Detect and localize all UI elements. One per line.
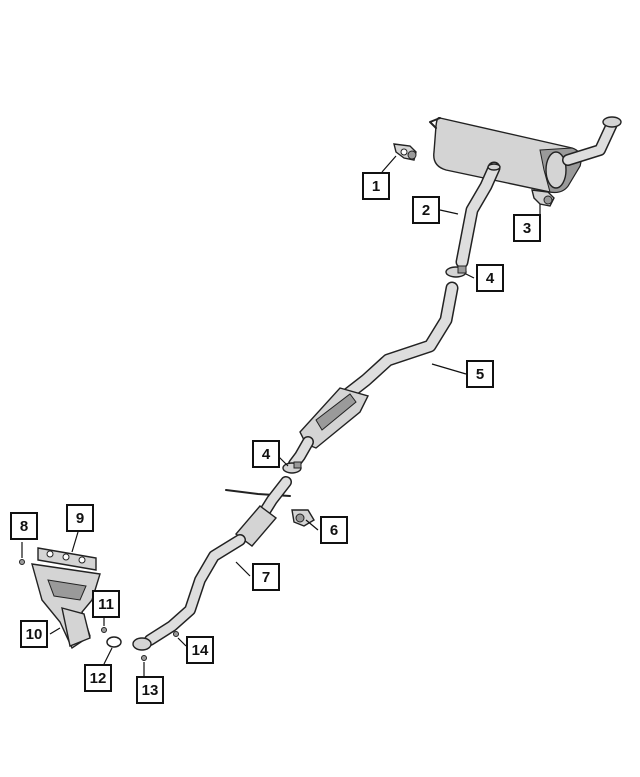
callout-6: 6 [320,516,348,544]
callout-4-upper: 4 [476,264,504,292]
front-pipe-7 [132,476,292,651]
callout-11: 11 [92,590,120,618]
callout-14: 14 [186,636,214,664]
callout-5: 5 [466,360,494,388]
callout-2: 2 [412,196,440,224]
intermediate-pipe-5 [288,281,459,470]
callout-3: 3 [513,214,541,242]
callout-13: 13 [136,676,164,704]
bolt-8 [19,559,25,565]
resonator-pipe-2 [455,161,501,269]
hanger-isolator-1 [393,143,417,161]
manifold-gasket-9 [37,547,97,571]
callout-12: 12 [84,664,112,692]
nut-13 [141,655,147,661]
callout-9: 9 [66,504,94,532]
callout-8: 8 [10,512,38,540]
nut-11 [101,627,107,633]
rear-muffler [429,116,622,194]
clamp-4-upper [445,265,467,278]
callout-10: 10 [20,620,48,648]
gasket-12 [106,636,122,648]
leader-lines [21,155,541,676]
bolt-14 [173,631,179,637]
callout-1: 1 [362,172,390,200]
callout-4-lower: 4 [252,440,280,468]
callout-7: 7 [252,563,280,591]
hanger-isolator-3 [531,189,555,207]
exhaust-manifold-10 [31,563,101,650]
